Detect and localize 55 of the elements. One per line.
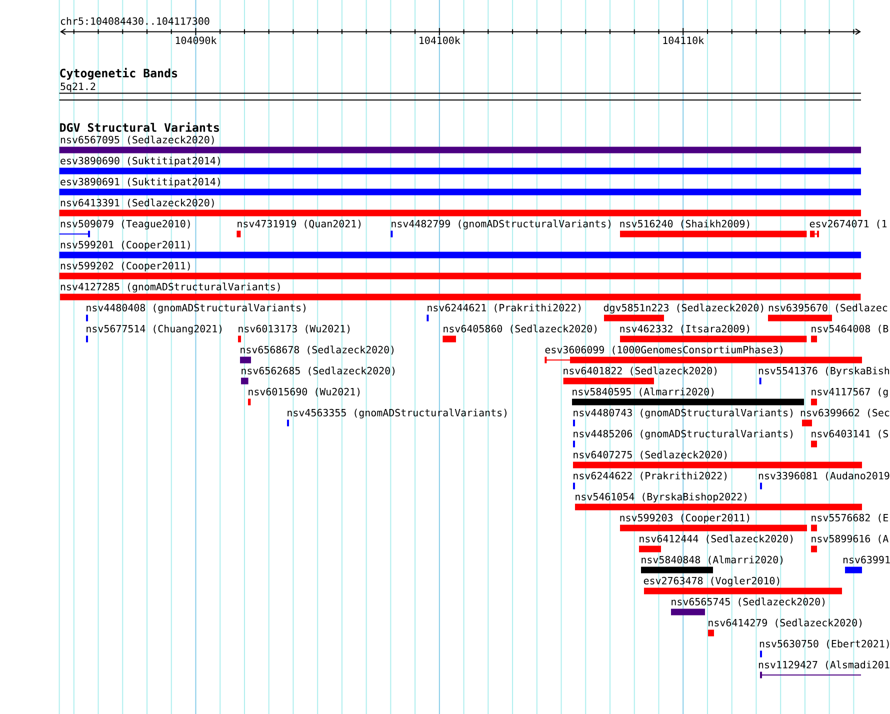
feature-label: nsv509079 (Teague2010) [60, 220, 190, 230]
feature-label: nsv6567095 (Sedlazeck2020) [60, 136, 214, 145]
track-title: DGV Structural Variants [60, 122, 219, 132]
feature-label: nsv5576682 (E [812, 514, 888, 523]
feature-label: nsv4480408 (gnomADStructuralVariants) [86, 304, 306, 314]
feature-label: esv3606099 (1000GenomesConsortiumPhase3) [545, 346, 782, 355]
feature-label: nsv516240 (Shaikh2009) [620, 220, 750, 229]
feature-label: nsv6244621 (Prakrithi2022) [428, 304, 581, 313]
feature-label: nsv6403141 (S [812, 430, 888, 439]
feature-label: nsv4482799 (gnomADStructuralVariants) [392, 220, 610, 230]
feature-label: nsv6405860 (Sedlazeck2020) [444, 324, 597, 334]
feature-label: dgv5851n223 (Sedlazeck2020) [604, 304, 764, 314]
feature-label: nsv6414279 (Sedlazeck2020) [708, 618, 862, 628]
feature-label: nsv63991 [843, 556, 890, 564]
feature-label: nsv4117567 (g [812, 388, 888, 398]
feature-label: esv3890690 (Suktitipat2014) [60, 156, 220, 166]
feature-label: nsv462332 (Itsara2009) [620, 324, 750, 334]
feature-label: nsv4485206 (gnomADStructuralVariants) [574, 430, 792, 440]
feature-label: nsv6015690 (Wu2021) [248, 388, 360, 397]
feature-label: nsv599202 (Cooper2011) [60, 262, 190, 272]
feature-label: nsv6413391 (Sedlazeck2020) [60, 198, 214, 208]
feature-label: nsv6412444 (Sedlazeck2020) [640, 534, 793, 544]
feature-label: nsv5840848 (Almarri2020) [642, 556, 783, 565]
feature-label: nsv599203 (Cooper2011) [620, 514, 750, 524]
feature-label: nsv6395670 (Sedlazec [768, 304, 888, 313]
feature-label: nsv6562685 (Sedlazeck2020) [242, 366, 395, 376]
feature-label: esv2674071 (1 [810, 220, 887, 229]
feature-label: nsv5840595 (Almarri2020) [572, 388, 714, 397]
feature-label: nsv3396081 (Audano2019 [758, 472, 890, 481]
feature-label: nsv4127285 (gnomADStructuralVariants) [60, 282, 280, 292]
feature-label: nsv6399662 (Sec [800, 408, 890, 418]
feature-label: nsv5677514 (Chuang2021) [86, 324, 222, 334]
feature-label: nsv6244622 (Prakrithi2022) [574, 472, 727, 481]
feature-label: nsv4563355 (gnomADStructuralVariants) [288, 408, 506, 418]
feature-label: nsv6568678 (Sedlazeck2020) [240, 346, 394, 355]
feature-label: nsv5461054 (ByrskaBishop2022) [576, 492, 746, 502]
feature-label: nsv1129427 (Alsmadi201 [758, 660, 890, 670]
feature-label: nsv6407275 (Sedlazeck2020) [574, 450, 727, 460]
feature-label: esv2763478 (Vogler2010) [644, 576, 780, 586]
feature-label: nsv4480743 (gnomADStructuralVariants) [574, 408, 792, 418]
feature-label: nsv4731919 (Quan2021) [238, 220, 361, 229]
band-label: 5q21.2 [60, 82, 96, 92]
scale-label: 104100k [420, 36, 460, 44]
scale-label: 104110k [663, 36, 704, 44]
feature-label: esv3890691 (Suktitipat2014) [60, 178, 220, 188]
feature-label: nsv5541376 (ByrskaBish [758, 366, 890, 376]
feature-label: nsv6013173 (Wu2021) [238, 324, 350, 334]
feature-label: nsv5630750 (Ebert2021) [760, 640, 889, 649]
feature-label: nsv5464008 (B [812, 324, 888, 334]
feature-label: nsv6565745 (Sedlazeck2020) [672, 598, 825, 607]
feature-label: nsv6401822 (Sedlazeck2020) [564, 366, 717, 376]
feature-label: nsv599201 (Cooper2011) [60, 240, 190, 250]
feature-label: nsv5899616 (A [812, 534, 888, 544]
coordinate-range: chr5:104084430..104117300 [60, 17, 210, 25]
scale-label: 104090k [176, 36, 217, 44]
